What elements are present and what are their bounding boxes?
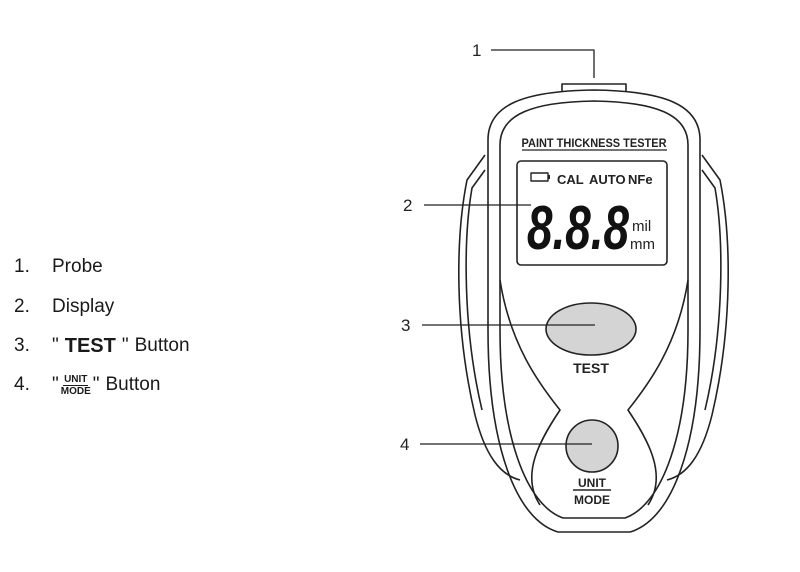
fraction-top: UNIT [63,373,89,386]
lcd-unit-mm: mm [630,236,655,253]
left-wing [458,154,521,481]
callout-number-1: 1 [472,41,481,60]
grip-curve-right [627,279,689,506]
legend-suffix: Button [134,335,190,356]
callout-number-2: 2 [403,196,412,215]
legend-test-bold: TEST [64,334,116,357]
legend-number: 3. [14,335,30,356]
device-body [487,89,701,533]
lcd-unit-mil: mil [632,218,651,235]
legend-quote-close: " [121,335,129,356]
test-button[interactable] [545,302,637,356]
lcd-digits: 8.8.8 [527,194,629,263]
probe-tab [561,83,627,91]
legend-quote-open: " [52,335,59,356]
legend-number: 4. [14,374,30,395]
mode-label: MODE [574,493,610,507]
right-wing [666,154,729,481]
legend-number: 2. [14,296,30,317]
unit-mode-button[interactable] [565,419,619,473]
legend-item-display: 2. Display [14,293,254,321]
legend-quote-close: " [92,374,100,395]
battery-icon-tip [548,175,550,179]
fraction-bottom: MODE [60,385,91,397]
callout-number-4: 4 [400,435,409,454]
lcd-indicator-auto: AUTO [589,172,626,187]
legend-quote-open: " [52,374,59,395]
test-button-label: TEST [573,360,609,376]
unit-label: UNIT [578,476,607,490]
legend-item-probe: 1. Probe [14,253,254,281]
device-body-inner [499,100,689,519]
right-wing-inner [701,169,722,411]
lcd-screen [516,160,668,266]
device-title: PAINT THICKNESS TESTER [522,138,668,150]
legend-unit-mode-fraction: UNIT MODE [61,374,91,397]
left-wing-inner [465,169,486,411]
legend-label: Display [52,296,115,317]
legend-label: Probe [52,256,103,277]
lcd-indicator-cal: CAL [557,172,584,187]
legend-item-test-button: 3. " TEST " Button [14,332,254,360]
lcd-indicator-nfe: NFe [628,172,653,187]
grip-curve-left [499,279,561,506]
legend-number: 1. [14,256,30,277]
legend-item-unit-mode-button: 4. " UNIT MODE " Button [14,371,254,399]
callout-line-1 [491,49,595,78]
legend-suffix: Button [105,374,161,395]
callout-number-3: 3 [401,316,410,335]
